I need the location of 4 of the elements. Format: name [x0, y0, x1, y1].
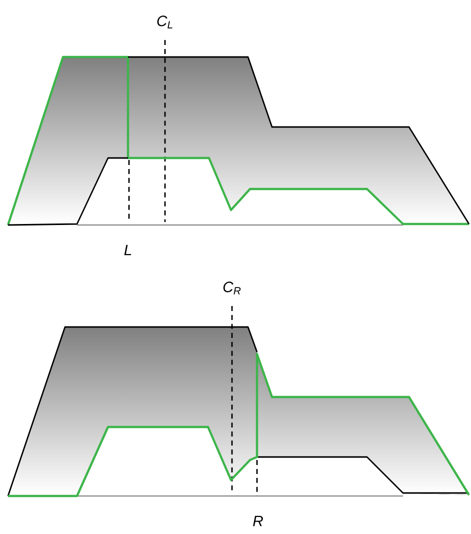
line-label: R	[253, 516, 263, 526]
line-label: C$_{R}$	[223, 282, 241, 294]
line-label: C$_{L}$	[157, 16, 172, 28]
line-label: L	[124, 244, 132, 256]
